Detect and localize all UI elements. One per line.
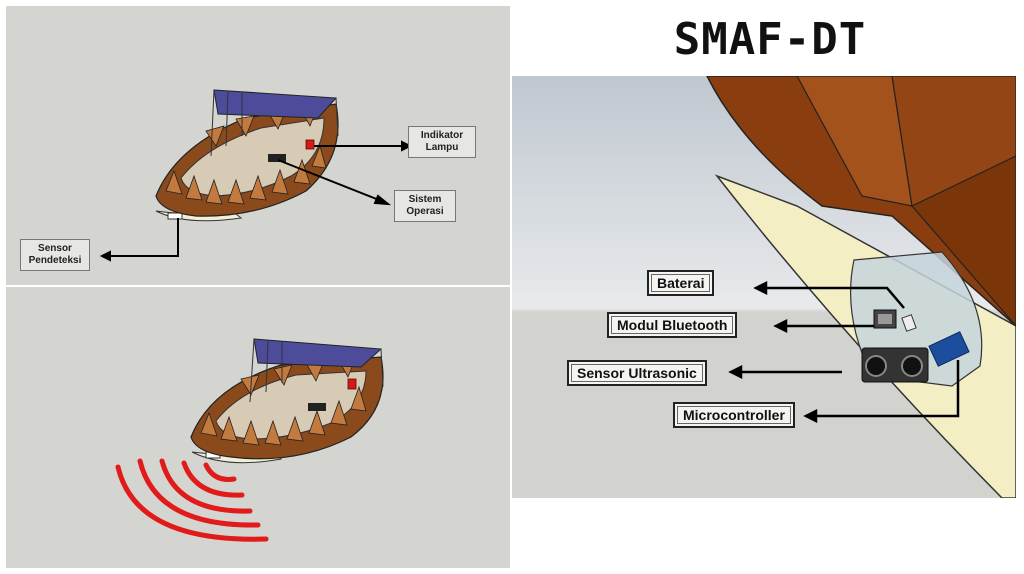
label-sistem-operasi: Sistem Operasi: [394, 190, 456, 222]
boat-illustration-bottom: [115, 338, 384, 542]
label-microcontroller: Microcontroller: [673, 402, 795, 428]
panel-boat-detecting: [6, 287, 510, 568]
label-baterai: Baterai: [647, 270, 715, 296]
label-indikator-lampu: Indikator Lampu: [408, 126, 476, 158]
panel-boat-labeled: Indikator Lampu Sistem Operasi Sensor Pe…: [6, 6, 510, 285]
diagram-title: SMAF-DT: [673, 14, 867, 65]
closeup-illustration: [512, 76, 1016, 498]
label-sensor-ultrasonic: Sensor Ultrasonic: [567, 360, 707, 386]
label-modul-bluetooth: Modul Bluetooth: [607, 312, 738, 338]
boat-illustration-top: [99, 89, 413, 262]
panel-closeup: [512, 76, 1016, 498]
label-sensor-pendeteksi: Sensor Pendeteksi: [20, 239, 90, 271]
